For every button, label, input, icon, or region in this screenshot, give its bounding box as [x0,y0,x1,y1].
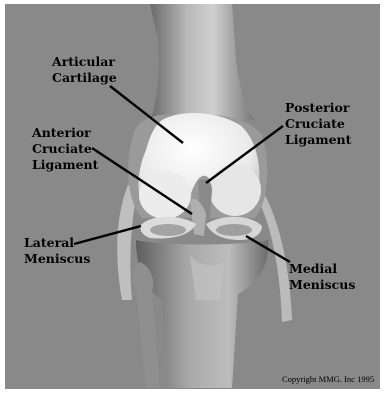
lateral-tibial-plateau [150,224,186,236]
medial-tibial-plateau [216,224,252,236]
label-articular-cartilage: Articular Cartilage [52,54,117,86]
label-anterior-cruciate-ligament: Anterior Cruciate Ligament [32,125,98,173]
femur-bone [150,4,255,122]
medial-condyle-cartilage [209,164,261,216]
label-posterior-cruciate-ligament: Posterior Cruciate Ligament [285,100,351,148]
copyright-notice: Copyright MMG. Inc 1995 [282,374,374,384]
label-lateral-meniscus: Lateral Meniscus [24,235,90,267]
label-medial-meniscus: Medial Meniscus [289,261,355,293]
